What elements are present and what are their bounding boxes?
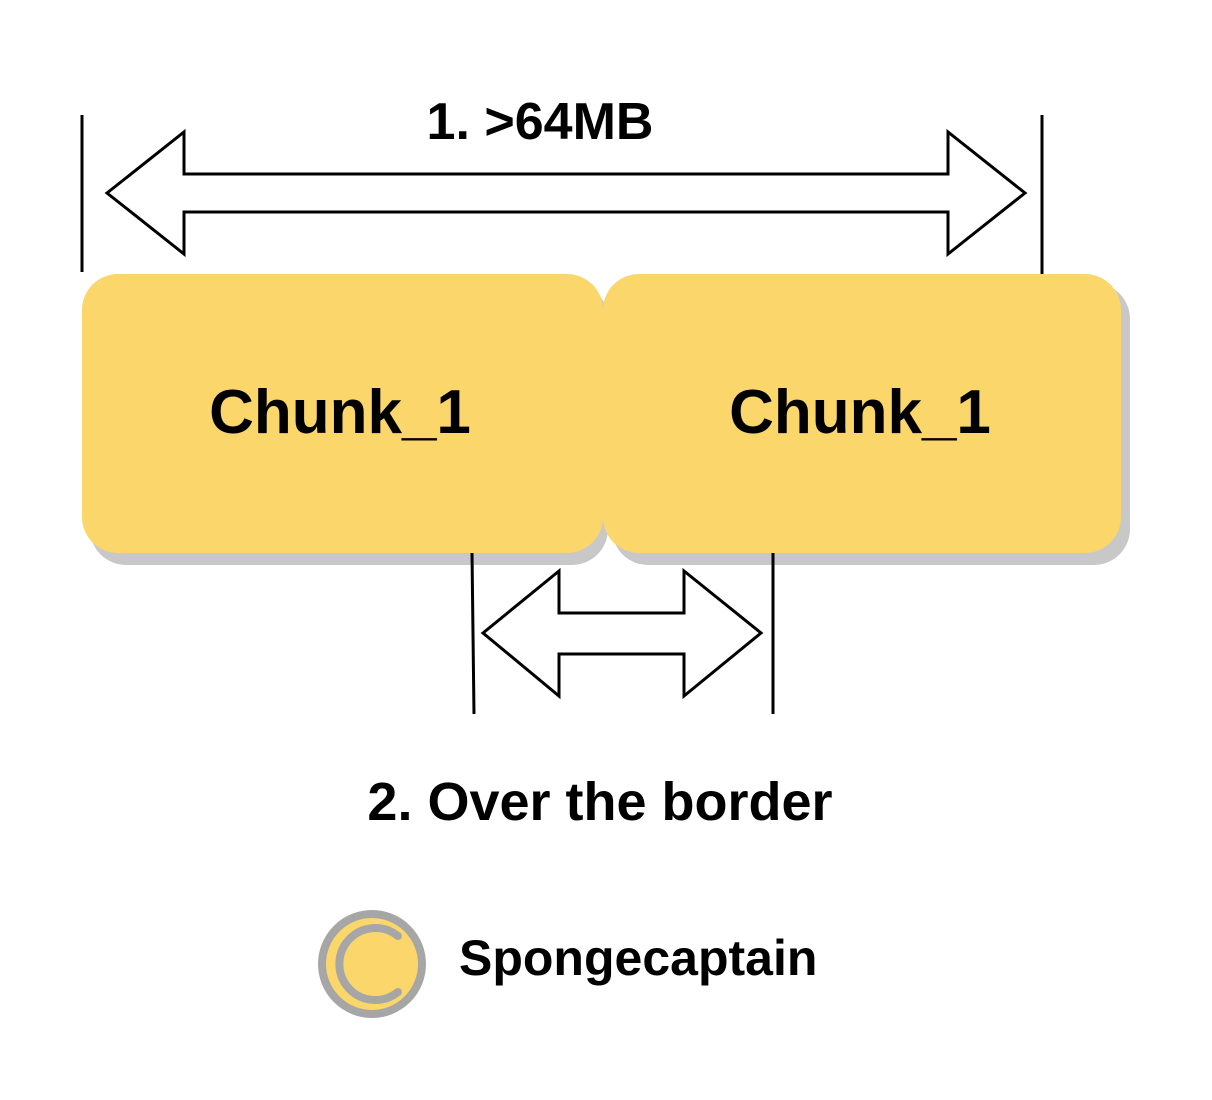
border-double-arrow [480, 567, 764, 700]
chunk-block: Chunk_1 [82, 274, 608, 565]
watermark-text: Spongecaptain [459, 930, 817, 986]
chunk-label: Chunk_1 [729, 378, 991, 447]
size-label: 1. >64MB [427, 93, 654, 151]
border-label: 2. Over the border [367, 772, 832, 832]
chunk-box [82, 274, 603, 553]
border-tick-left [470, 552, 476, 715]
chunk-block: Chunk_1 [603, 274, 1130, 565]
copyright-icon [318, 910, 426, 1018]
watermark: Spongecaptain [318, 910, 817, 1018]
chunk-label: Chunk_1 [209, 378, 471, 447]
chunk-box [603, 274, 1121, 553]
size-double-arrow [104, 128, 1028, 258]
